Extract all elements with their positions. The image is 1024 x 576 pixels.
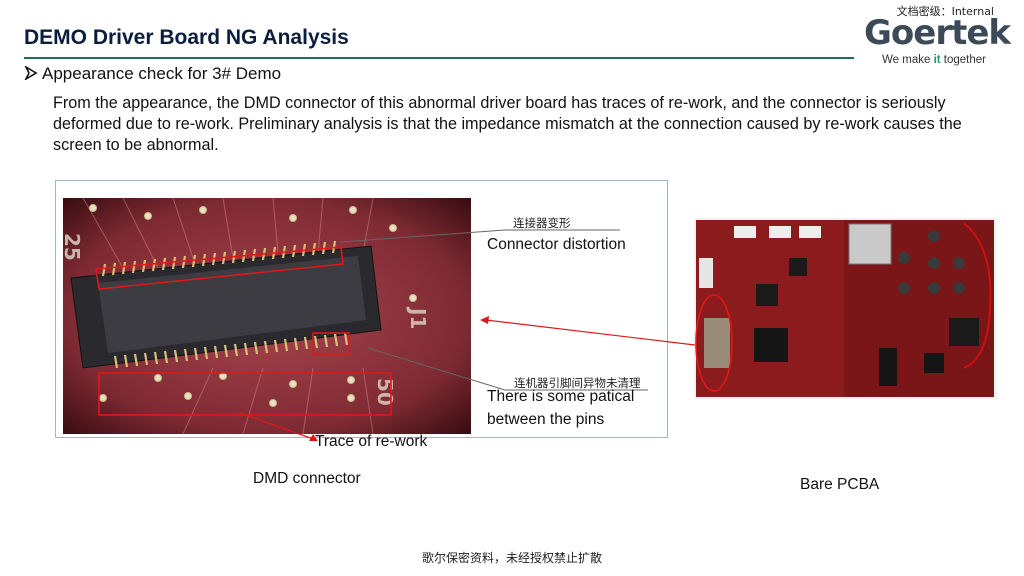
pins-label-line2: between the pins (487, 411, 605, 428)
arrowhead-icon (480, 316, 489, 324)
distortion-label-cn: 连接器变形 (513, 216, 571, 230)
distortion-leader (339, 229, 506, 243)
slide-title: DEMO Driver Board NG Analysis (24, 26, 349, 49)
bullet-text: Appearance check for 3# Demo (42, 64, 282, 83)
pins-label-line1: There is some patical (487, 388, 635, 405)
goertek-logo: Goertek We make it together (864, 14, 1014, 74)
title-divider (24, 57, 854, 59)
logo-wordmark: Goertek (864, 13, 1011, 53)
logo-tagline: We make it together (882, 54, 1014, 66)
classification-label: 文档密级：Internal (896, 5, 994, 18)
svg-text:J1: J1 (406, 306, 430, 329)
bare-pcba-caption: Bare PCBA (800, 476, 880, 493)
distortion-label: Connector distortion (487, 236, 626, 253)
svg-text:25: 25 (63, 233, 84, 261)
analysis-paragraph: From the appearance, the DMD connector o… (53, 94, 962, 154)
tagline-it: it (933, 54, 941, 66)
tagline-pre: We make (882, 54, 934, 66)
bullet-heading: Appearance check for 3# Demo (24, 64, 281, 84)
svg-text:50: 50 (373, 378, 397, 406)
dmd-connector-caption: DMD connector (253, 470, 361, 487)
pins-label-cn: 连机器引脚间异物未清理 (514, 376, 641, 390)
rework-arrow (239, 412, 317, 441)
rework-arrowhead-icon (309, 434, 318, 441)
pcba-to-connector-arrow (485, 319, 696, 346)
rework-label: Trace of re-work (315, 433, 428, 450)
arrowhead-bullet-icon (24, 64, 42, 84)
tagline-post: together (940, 54, 986, 66)
confidential-footer: 歌尔保密资料，未经授权禁止扩散 (421, 551, 602, 565)
bare-pcba-photo (694, 218, 997, 399)
pins-leader (367, 347, 506, 391)
